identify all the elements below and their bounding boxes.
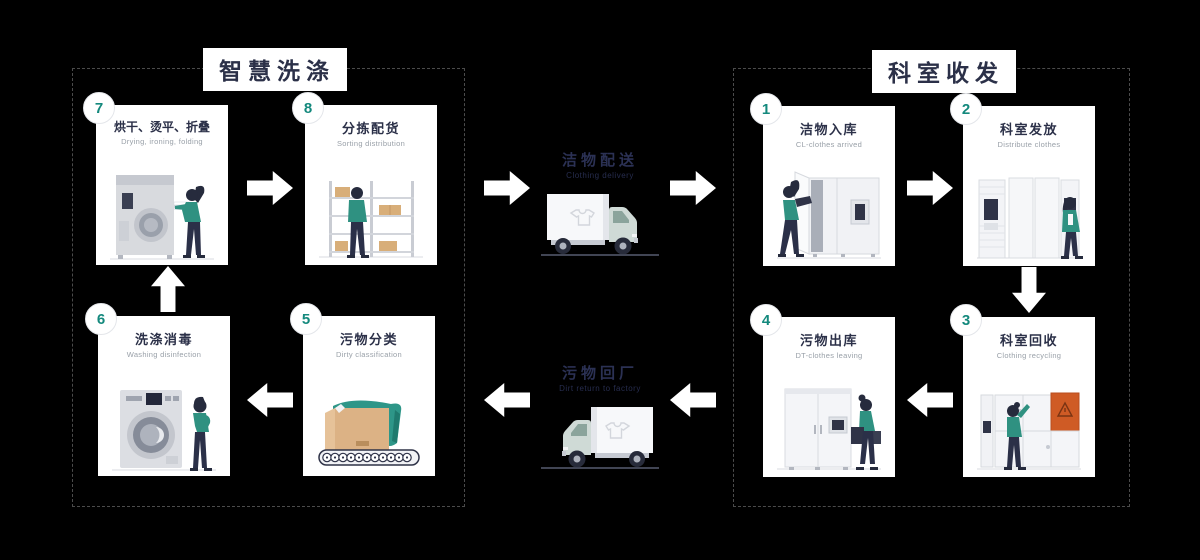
card-title: 科室回收 — [999, 333, 1058, 348]
truck-sublabel: Dirt return to factory — [559, 384, 641, 393]
card-step-6-washing: 6 洗涤消毒 Washing disinfection — [85, 303, 230, 476]
recycle-locker-illustration — [963, 381, 1095, 475]
group-title-smart-washing: 智慧洗涤 — [203, 48, 347, 91]
card-subtitle: Sorting distribution — [336, 139, 406, 148]
flow-arrow-truck-to-1 — [670, 171, 716, 205]
flow-arrow-4-to-truck — [670, 383, 716, 417]
card-subtitle: DT-clothes leaving — [795, 351, 863, 360]
cabinet-person-bags-icon — [777, 388, 881, 470]
step-number-badge: 4 — [750, 304, 782, 336]
step-number-badge: 5 — [290, 303, 322, 335]
step-number-badge: 8 — [292, 92, 324, 124]
card-subtitle: Dirty classification — [335, 350, 402, 359]
card-step-1-clean-in: 1 洁物入库 CL-clothes arrived — [750, 93, 895, 266]
card-title: 污物出库 — [799, 333, 858, 348]
smart-locker-illustration — [963, 170, 1095, 264]
card-subtitle: Washing disinfection — [126, 350, 202, 359]
dryer-illustration — [96, 169, 228, 263]
dryer-person-icon — [110, 175, 214, 260]
t-shirt-icon — [569, 209, 595, 226]
card-subtitle: Distribute clothes — [997, 140, 1061, 149]
step-number-badge: 2 — [950, 93, 982, 125]
flow-arrow-truck-to-5 — [484, 383, 530, 417]
washer-illustration — [98, 380, 230, 474]
flow-arrow-8-to-truck — [484, 171, 530, 205]
card-step-8-sorting: 8 分拣配货 Sorting distribution — [292, 92, 437, 265]
step-number-badge: 7 — [83, 92, 115, 124]
shelves-person-icon — [319, 181, 423, 258]
card-step-2-distribute: 2 科室发放 Distribute clothes — [950, 93, 1095, 266]
clean-locker-illustration — [763, 170, 895, 264]
card-title: 科室发放 — [999, 122, 1058, 137]
card-step-5-classification: 5 污物分类 Dirty classification — [290, 303, 435, 476]
card-subtitle: CL-clothes arrived — [795, 140, 863, 149]
card-step-7-drying: 7 烘干、烫平、折叠 Drying, ironing, folding — [83, 92, 228, 265]
card-step-4-dirty-out: 4 污物出库 DT-clothes leaving — [750, 304, 895, 477]
card-subtitle: Clothing recycling — [996, 351, 1062, 360]
card-title: 污物分类 — [339, 332, 398, 347]
card-title: 分拣配货 — [341, 121, 400, 136]
card-step-3-recycle: 3 科室回收 Clothing recycling — [950, 304, 1095, 477]
box-conveyor-icon — [318, 400, 420, 466]
wardrobe-person-icon — [777, 171, 881, 259]
step-number-badge: 6 — [85, 303, 117, 335]
group-title-department: 科室收发 — [872, 50, 1016, 93]
shelves-illustration — [305, 169, 437, 263]
card-subtitle: Drying, ironing, folding — [121, 137, 203, 146]
dirty-cabinet-illustration — [763, 381, 895, 475]
recycle-lockers-person-icon — [977, 392, 1081, 470]
step-number-badge: 1 — [750, 93, 782, 125]
truck-label: 污物回厂 — [561, 365, 638, 382]
card-title: 烘干、烫平、折叠 — [113, 120, 210, 134]
truck-sublabel: Clothing delivery — [566, 171, 634, 180]
t-shirt-icon — [605, 422, 631, 439]
truck-label: 洁物配送 — [561, 152, 638, 169]
truck-dirty-return: 污物回厂 Dirt return to factory — [530, 362, 670, 478]
conveyor-illustration — [303, 380, 435, 474]
truck-clean-delivery: 洁物配送 Clothing delivery — [530, 149, 670, 265]
card-title: 洁物入库 — [799, 122, 858, 137]
step-number-badge: 3 — [950, 304, 982, 336]
card-title: 洗涤消毒 — [134, 332, 193, 347]
box-truck-left-icon — [541, 407, 659, 469]
washing-machine-person-icon — [112, 390, 216, 471]
smart-lockers-person-icon — [977, 177, 1083, 259]
box-truck-right-icon — [541, 194, 659, 256]
